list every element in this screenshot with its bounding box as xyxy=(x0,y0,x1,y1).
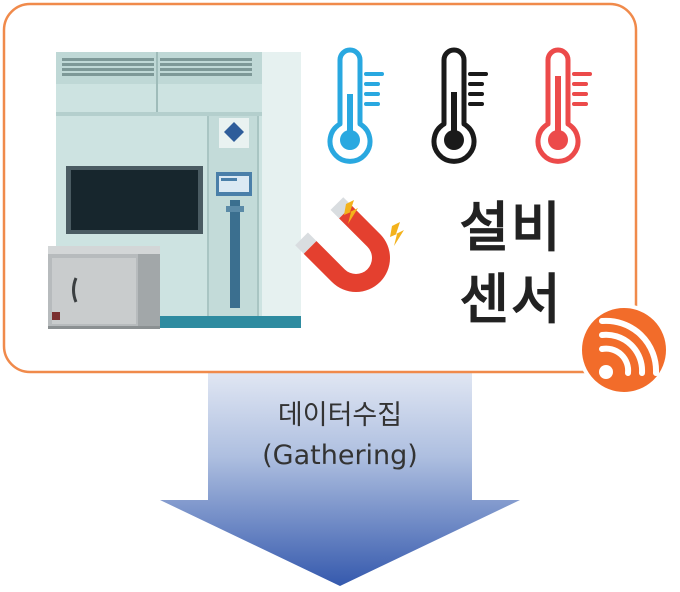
box-title-line2: 센서 xyxy=(459,268,563,331)
down-arrow xyxy=(160,350,520,586)
box-title-line1: 설비 xyxy=(459,196,563,259)
arrow-label-line2: (Gathering) xyxy=(262,440,418,471)
thermometer-black-icon xyxy=(431,47,488,164)
rss-signal-icon xyxy=(578,304,670,396)
spark-icon xyxy=(344,200,404,246)
magnet-icon xyxy=(295,197,390,292)
thermometer-red-icon xyxy=(535,47,592,164)
arrow-label-line1: 데이터수집 xyxy=(277,400,403,431)
equipment-illustration xyxy=(48,52,301,329)
thermometer-blue-icon xyxy=(327,47,384,164)
